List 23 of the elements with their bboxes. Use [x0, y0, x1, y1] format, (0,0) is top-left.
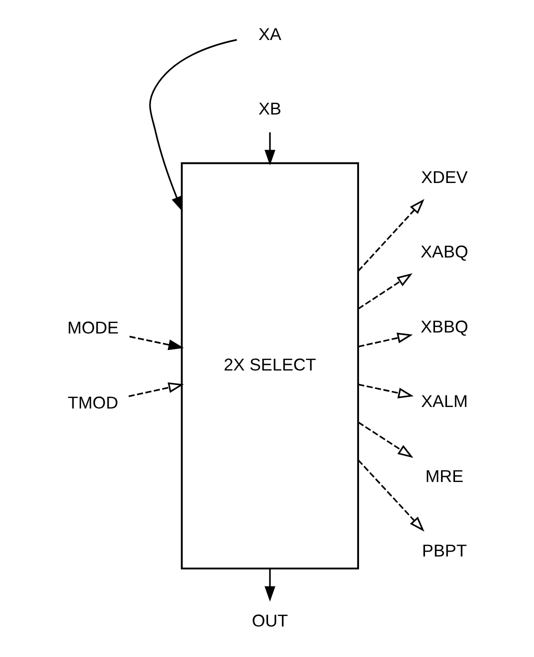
arrow [357, 422, 413, 458]
node-box: 2X SELECT [180, 162, 359, 570]
arrow [264, 132, 275, 166]
node-text: TMOD [67, 392, 118, 412]
arrow [358, 384, 414, 398]
node-text: XA [258, 24, 281, 44]
node-text: MODE [66, 318, 118, 338]
arrow [357, 459, 424, 532]
arrow [358, 332, 412, 348]
arrow [357, 199, 424, 272]
node-text: XB [258, 98, 281, 118]
node-text: MRE [424, 466, 463, 486]
node-text: XABQ [420, 242, 468, 262]
node-text: XDEV [420, 167, 468, 188]
node-text: XBBQ [420, 316, 468, 336]
arrow [264, 568, 275, 602]
node-text: OUT [251, 610, 288, 630]
arrow [148, 39, 236, 212]
arrow [357, 273, 412, 310]
arrow [128, 382, 184, 398]
node-text: PBPT [422, 540, 466, 560]
arrow [128, 336, 184, 350]
node-text: XALM [420, 391, 468, 412]
